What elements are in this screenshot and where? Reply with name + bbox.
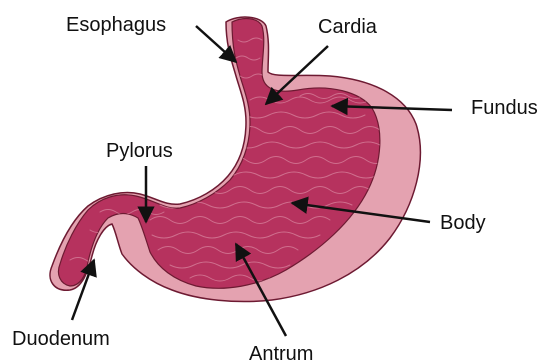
label-fundus: Fundus: [471, 98, 538, 118]
label-pylorus: Pylorus: [106, 141, 173, 161]
label-antrum: Antrum: [249, 344, 313, 363]
label-duodenum: Duodenum: [12, 329, 110, 349]
label-body: Body: [440, 213, 486, 233]
label-esophagus: Esophagus: [66, 15, 166, 35]
label-cardia: Cardia: [318, 17, 377, 37]
